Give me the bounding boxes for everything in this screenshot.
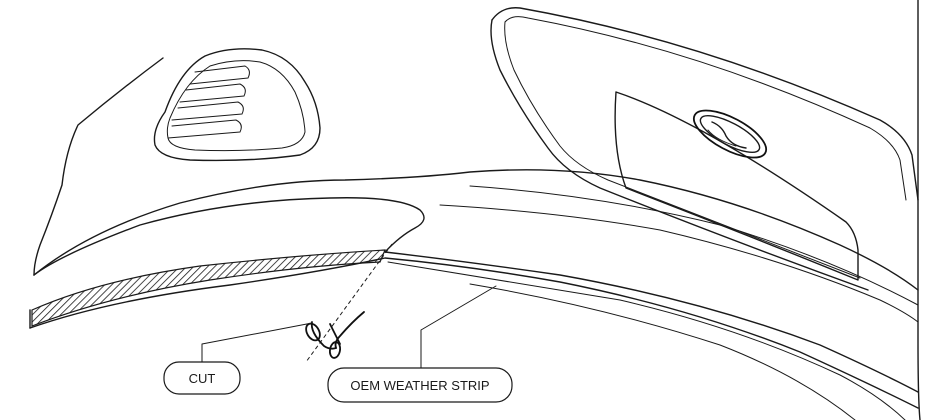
cut-callout: CUT bbox=[163, 322, 313, 395]
emblem-logo bbox=[692, 109, 768, 159]
vehicle-body bbox=[29, 57, 919, 420]
vent bbox=[153, 48, 321, 162]
trim-strip-hatched bbox=[31, 249, 386, 327]
frame-border bbox=[917, 0, 921, 420]
weather-strip-callout: OEM WEATHER STRIP bbox=[327, 285, 513, 403]
roof-panel bbox=[490, 7, 919, 291]
cut-label: CUT bbox=[189, 371, 216, 386]
scissors-icon bbox=[305, 311, 365, 359]
weather-strip-label: OEM WEATHER STRIP bbox=[350, 378, 489, 393]
